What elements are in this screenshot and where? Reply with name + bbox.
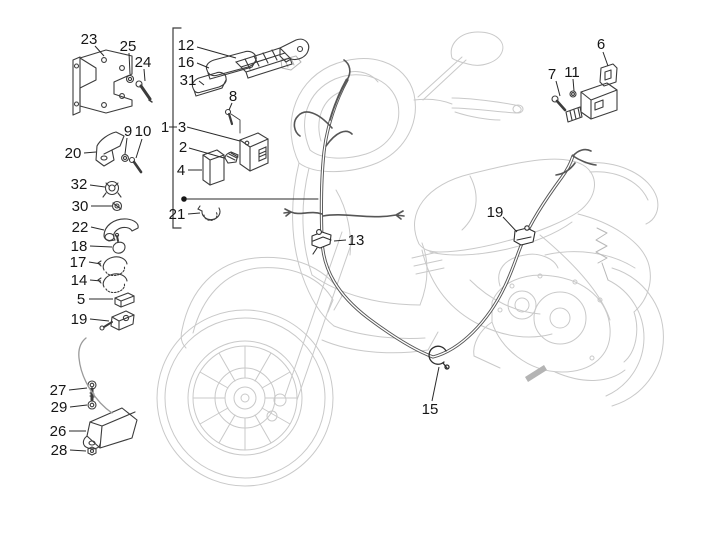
- part-29-washer: [87, 400, 97, 410]
- kit-group: [172, 27, 319, 229]
- part-9-washer: [121, 154, 129, 162]
- callout-6: 6: [597, 36, 605, 53]
- callout-21: 21: [169, 206, 186, 223]
- harness-front-strands: [283, 59, 405, 220]
- callout-30: 30: [72, 198, 89, 215]
- callout-22: 22: [72, 219, 89, 236]
- callout-26: 26: [50, 423, 67, 440]
- callout-2: 2: [179, 139, 187, 156]
- part-8-screw: [224, 108, 241, 134]
- callout-20: 20: [65, 145, 82, 162]
- part-30-clip: [111, 200, 123, 212]
- scooter-line-art: [156, 31, 664, 487]
- part-22-rubber-elbow: [103, 218, 139, 242]
- callout-7: 7: [548, 66, 556, 83]
- part-16-cover: [205, 50, 257, 80]
- callout-3: 3: [178, 119, 186, 136]
- callout-12: 12: [178, 37, 195, 54]
- seat: [414, 158, 595, 256]
- callout-1: 1: [161, 119, 169, 136]
- mirror: [417, 31, 504, 101]
- callout-32: 32: [71, 176, 88, 193]
- callout-14: 14: [71, 272, 88, 289]
- part-5-micro-switch: [114, 292, 135, 308]
- handlebar-grip: [413, 97, 524, 121]
- ecu-parts: [551, 63, 618, 123]
- part-14-hose-clamp: [97, 273, 128, 294]
- callout-23: 23: [81, 31, 98, 48]
- callout-24: 24: [135, 54, 152, 71]
- part-32-clip: [102, 180, 122, 198]
- leader-lines: [68, 45, 609, 452]
- callout-19-switch: 19: [71, 311, 88, 328]
- part-20-bracket: [95, 131, 125, 167]
- part-10-screw: [128, 156, 143, 174]
- part-24-screw: [135, 80, 153, 103]
- callout-16: 16: [178, 54, 195, 71]
- rear-body: [411, 162, 659, 363]
- part-17-hose-clamp: [97, 256, 128, 277]
- harness-rear-strands: [555, 148, 597, 176]
- callout-28: 28: [51, 442, 68, 459]
- callout-17: 17: [70, 254, 87, 271]
- callout-31: 31: [180, 72, 197, 89]
- engine: [473, 227, 664, 407]
- callout-10: 10: [135, 123, 152, 140]
- callout-18: 18: [71, 238, 88, 255]
- callout-13: 13: [348, 232, 365, 249]
- part-ecu-box: [580, 82, 618, 120]
- part-2-connector: [224, 151, 239, 164]
- cable-clamp-13: [311, 229, 332, 255]
- callout-19-clamp: 19: [487, 204, 504, 221]
- part-19-switch-with-lead: [99, 310, 135, 331]
- callout-27: 27: [50, 382, 67, 399]
- part-ecu-connector: [565, 106, 583, 123]
- callout-labels: 23 25 24 20 9 10 32 30 22 18 17 14 5 19 …: [50, 31, 606, 459]
- part-25-washer: [125, 74, 135, 84]
- callout-9: 9: [124, 123, 132, 140]
- part-28-nut: [87, 446, 97, 456]
- callout-11: 11: [564, 64, 580, 81]
- part-23-support-bracket: [72, 49, 133, 116]
- leg-shield: [292, 162, 439, 354]
- callout-25: 25: [120, 38, 137, 55]
- callout-29: 29: [51, 399, 68, 416]
- callout-4: 4: [177, 162, 185, 179]
- part-6-cover-bracket: [599, 63, 618, 87]
- callout-15: 15: [422, 401, 439, 418]
- wiring-harness: [283, 59, 597, 370]
- group-bracket: [172, 27, 182, 229]
- cable-clamp-19: [513, 225, 536, 246]
- callout-5: 5: [77, 291, 85, 308]
- part-21-ring-clip: [197, 205, 221, 221]
- part-11-washer: [569, 90, 577, 98]
- front-fender: [180, 256, 343, 349]
- loose-parts: [72, 49, 153, 456]
- ring-clamp-15: [428, 345, 450, 370]
- group-anchor-dot: [181, 196, 187, 202]
- part-3-relay: [239, 132, 269, 172]
- part-31-cover-small: [191, 71, 227, 97]
- part-18-clamp: [112, 232, 126, 254]
- part-26-control-unit: [78, 337, 138, 450]
- headlight-cowl: [290, 58, 416, 173]
- front-fork: [284, 231, 355, 401]
- front-wheel: [156, 309, 334, 487]
- part-7-screw: [551, 95, 567, 112]
- callout-8: 8: [229, 88, 237, 105]
- left-grip: [280, 55, 302, 71]
- harness-main-run: [319, 78, 575, 359]
